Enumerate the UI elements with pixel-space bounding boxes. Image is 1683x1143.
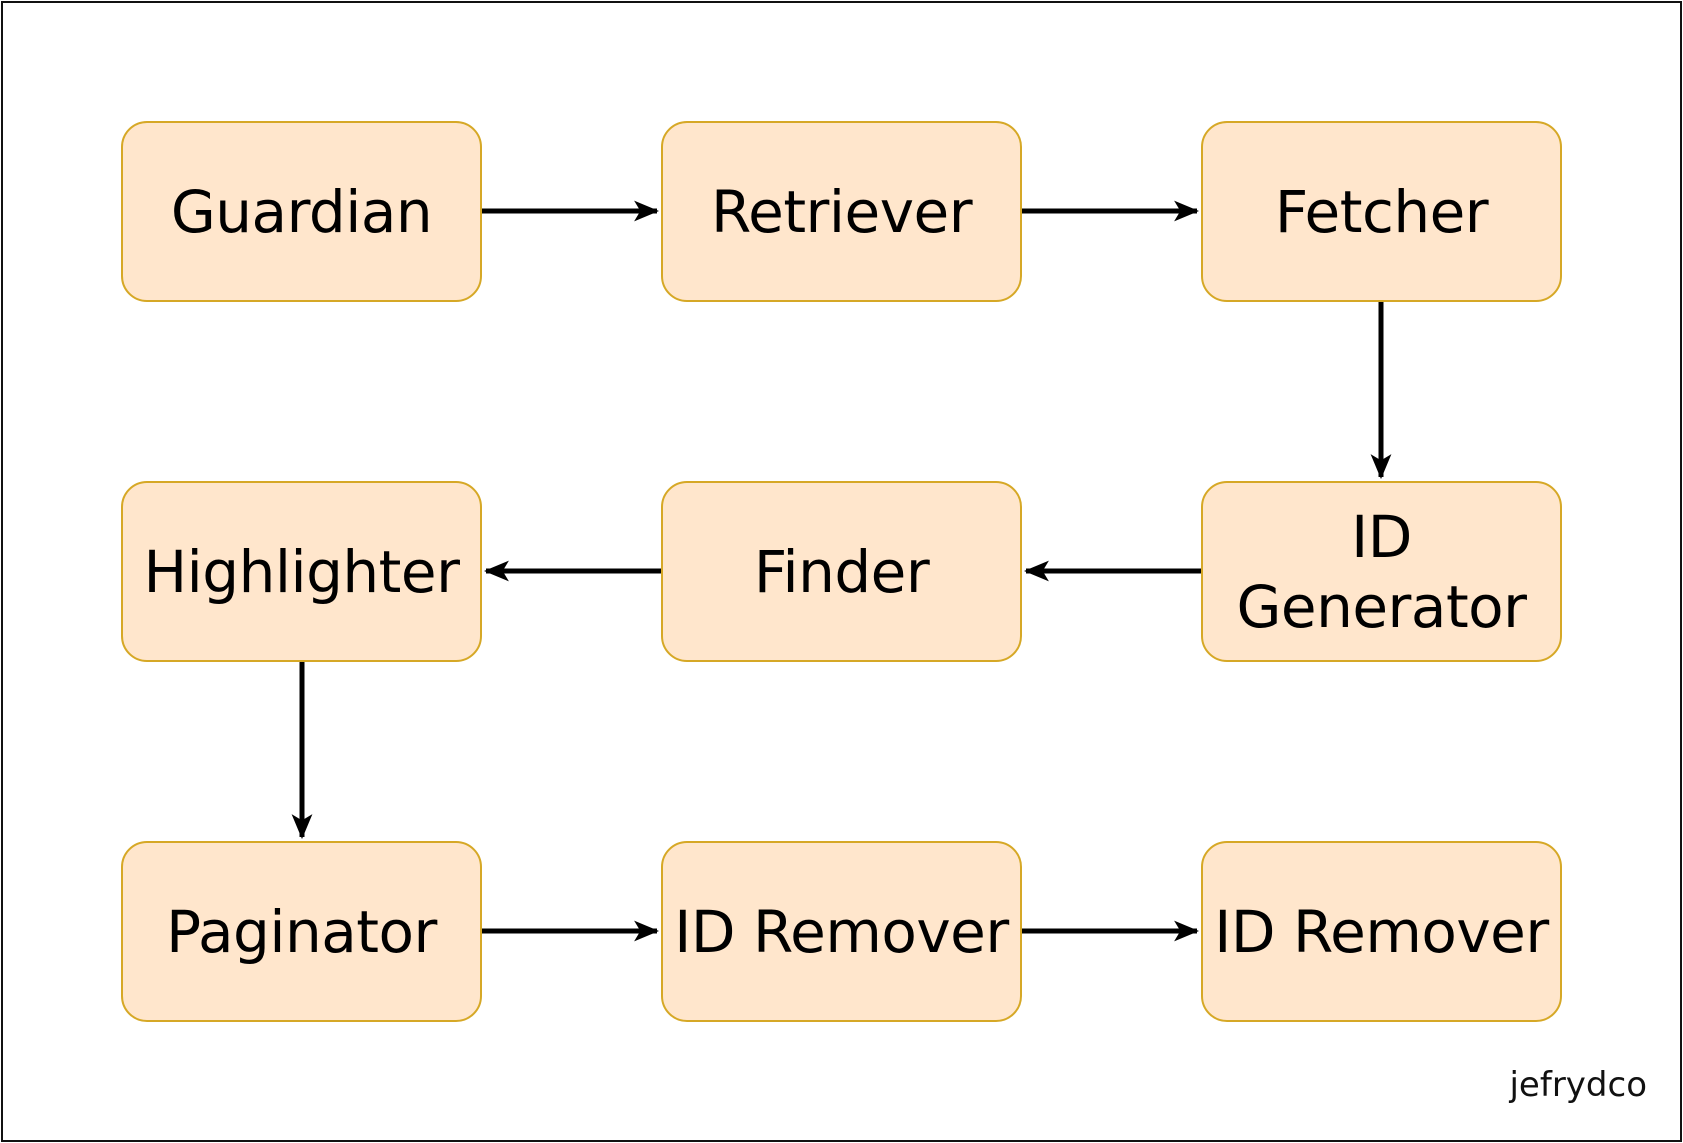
node-label: Guardian bbox=[170, 177, 433, 246]
node-paginator: Paginator bbox=[121, 841, 482, 1022]
node-id-remover-2: ID Remover bbox=[1201, 841, 1562, 1022]
node-label: Paginator bbox=[166, 897, 437, 966]
watermark-text: jefrydco bbox=[1509, 1065, 1647, 1105]
node-id-generator: ID Generator bbox=[1201, 481, 1562, 662]
node-id-remover-1: ID Remover bbox=[661, 841, 1022, 1022]
node-label: ID Remover bbox=[1214, 897, 1549, 966]
node-label: Finder bbox=[753, 537, 930, 606]
node-label: ID Generator bbox=[1236, 502, 1527, 641]
node-retriever: Retriever bbox=[661, 121, 1022, 302]
node-label: ID Remover bbox=[674, 897, 1009, 966]
node-finder: Finder bbox=[661, 481, 1022, 662]
node-highlighter: Highlighter bbox=[121, 481, 482, 662]
node-fetcher: Fetcher bbox=[1201, 121, 1562, 302]
node-guardian: Guardian bbox=[121, 121, 482, 302]
edge-group bbox=[291, 200, 1392, 942]
node-label: Retriever bbox=[710, 177, 973, 246]
node-label: Fetcher bbox=[1274, 177, 1489, 246]
node-label: Highlighter bbox=[143, 537, 460, 606]
